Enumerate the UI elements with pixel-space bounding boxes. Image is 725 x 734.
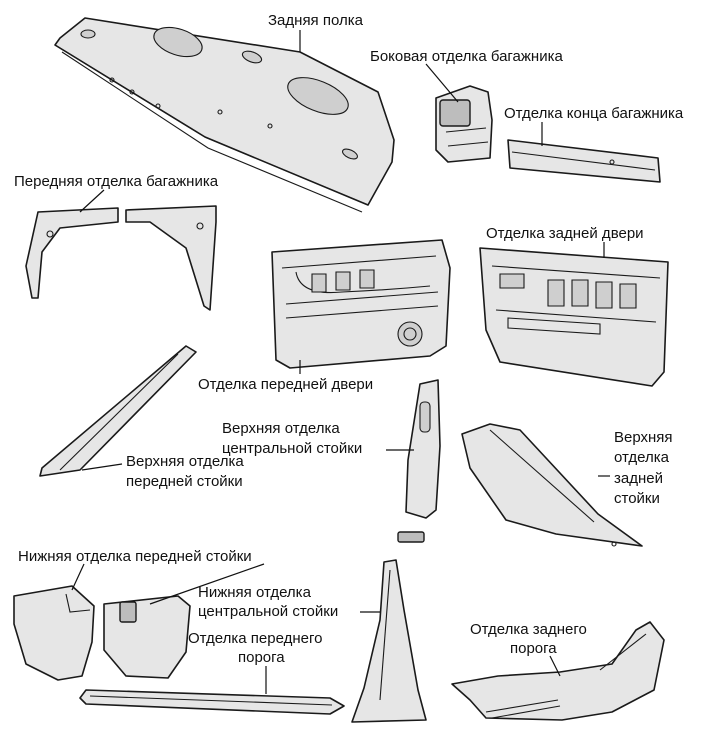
label-front-door-trim: Отделка передней двери — [198, 376, 373, 393]
label-rear-pillar-upper-3: задней — [614, 470, 663, 487]
front-pillar-upper-trim-part — [39, 345, 197, 477]
leader-lines — [71, 30, 610, 694]
label-front-pillar-upper-1: Верхняя отделка — [126, 453, 244, 470]
label-rear-sill-1: Отделка заднего — [470, 621, 587, 638]
label-center-pillar-upper-2: центральной стойки — [222, 440, 362, 457]
label-trunk-end-trim: Отделка конца багажника — [504, 105, 684, 122]
label-rear-shelf: Задняя полка — [268, 12, 364, 29]
trunk-front-trim-part — [25, 205, 217, 311]
label-front-sill-2: порога — [238, 649, 285, 666]
label-front-pillar-lower: Нижняя отделка передней стойки — [18, 548, 252, 565]
label-trunk-front-trim: Передняя отделка багажника — [14, 173, 219, 190]
front-pillar-lower-trim-part — [13, 585, 191, 681]
label-center-pillar-lower-1: Нижняя отделка — [198, 584, 312, 601]
rear-door-trim-part — [479, 247, 669, 387]
center-pillar-upper-trim-part — [397, 379, 441, 543]
rear-sill-trim-part — [451, 621, 665, 721]
label-center-pillar-upper-1: Верхняя отделка — [222, 420, 340, 437]
labels: Задняя полка Боковая отделка багажника О… — [14, 12, 684, 666]
front-sill-trim-part — [79, 689, 345, 715]
trunk-side-trim-part — [435, 85, 493, 163]
label-rear-pillar-upper-4: стойки — [614, 490, 660, 507]
label-rear-pillar-upper-1: Верхняя — [614, 429, 673, 446]
label-front-sill-1: Отделка переднего — [188, 630, 322, 647]
label-rear-pillar-upper-2: отделка — [614, 449, 670, 466]
center-pillar-lower-trim-part — [351, 559, 427, 723]
label-rear-door-trim: Отделка задней двери — [486, 225, 644, 242]
label-front-pillar-upper-2: передней стойки — [126, 473, 243, 490]
label-center-pillar-lower-2: центральной стойки — [198, 603, 338, 620]
rear-shelf-part — [54, 17, 395, 213]
trunk-end-trim-part — [507, 139, 661, 183]
label-trunk-side-trim: Боковая отделка багажника — [370, 48, 563, 65]
rear-pillar-upper-trim-part — [461, 423, 643, 547]
front-door-trim-part — [271, 239, 451, 369]
label-rear-sill-2: порога — [510, 640, 557, 657]
